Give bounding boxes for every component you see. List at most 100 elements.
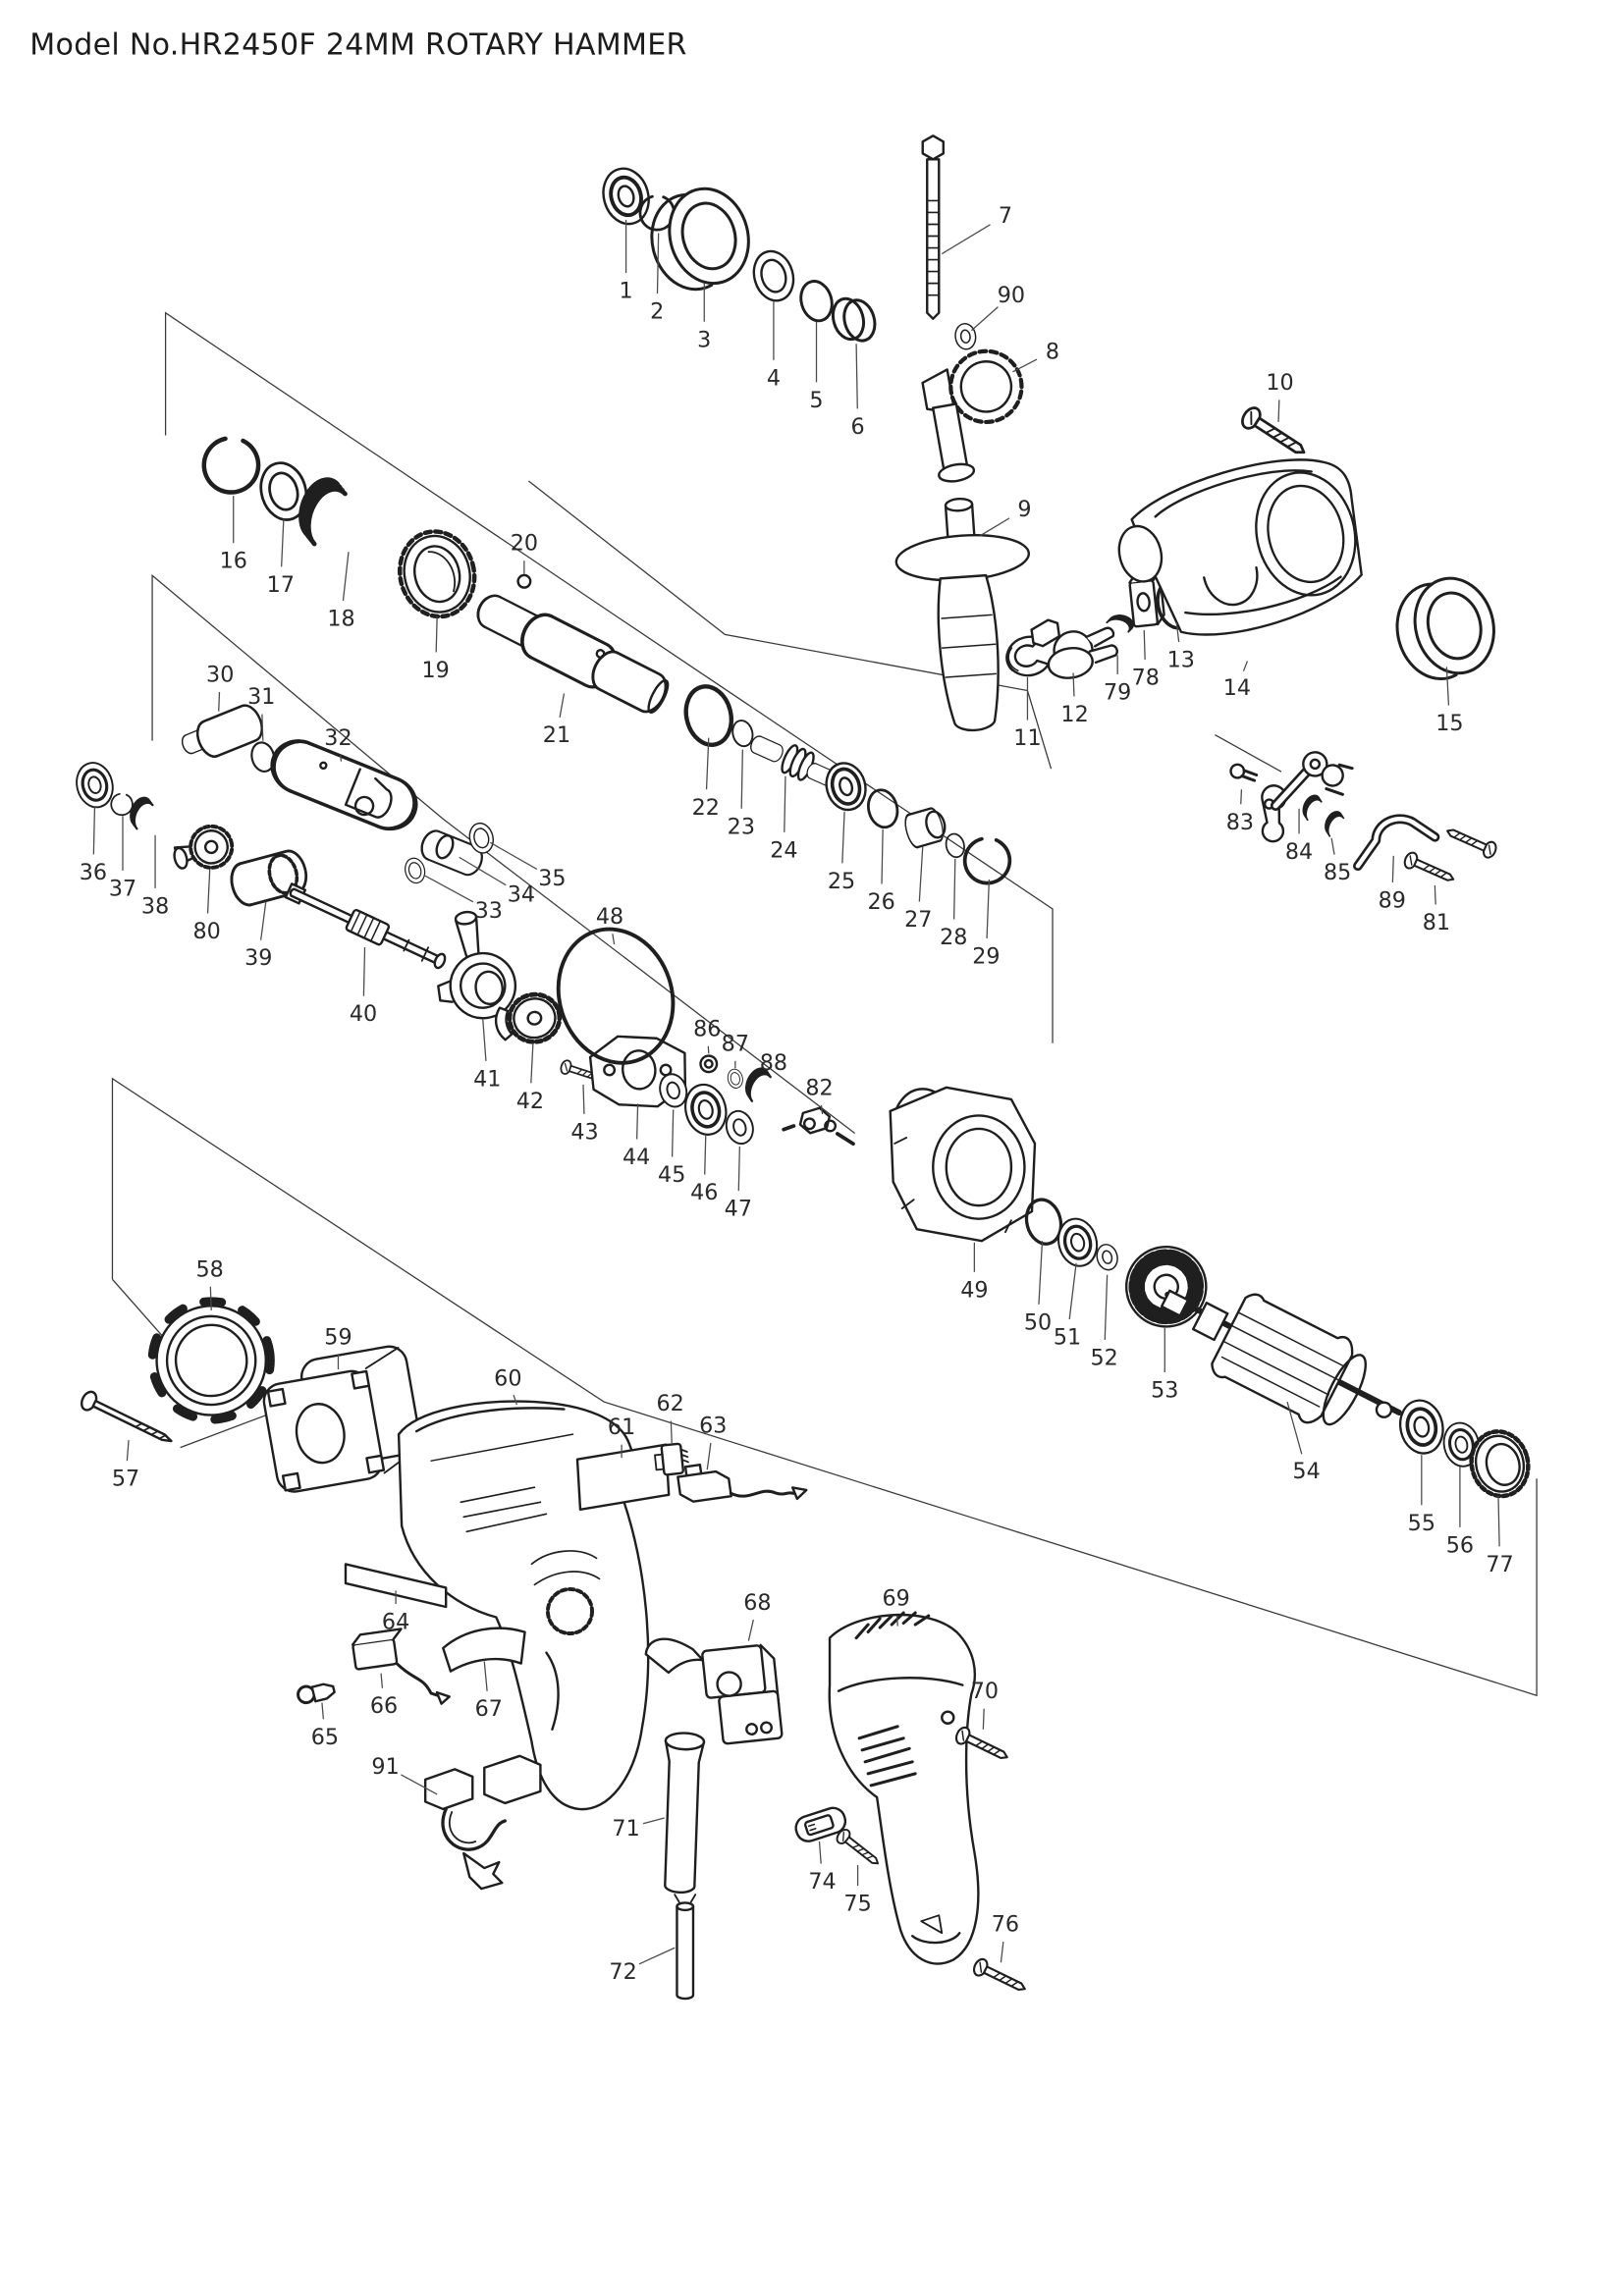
part-drawings	[70, 134, 1531, 2001]
part-label-2: 2	[650, 299, 664, 325]
leader-line-90	[970, 306, 999, 332]
part-label-72: 72	[609, 1959, 636, 1985]
part-20-drawing	[516, 573, 532, 589]
leader-line-89	[1391, 855, 1394, 882]
part-label-42: 42	[516, 1089, 544, 1114]
part-label-60: 60	[494, 1366, 521, 1392]
leader-line-2	[656, 233, 660, 294]
part-label-23: 23	[728, 814, 755, 839]
part-label-18: 18	[327, 606, 354, 631]
part-label-74: 74	[808, 1869, 836, 1895]
leader-line-82	[820, 1104, 824, 1114]
part-label-51: 51	[1054, 1324, 1081, 1350]
part-label-90: 90	[998, 283, 1025, 308]
leader-line-47	[737, 1146, 740, 1192]
leader-line-80	[206, 869, 211, 914]
part-32-drawing	[265, 733, 423, 836]
part-label-32: 32	[324, 725, 352, 751]
part-67-drawing	[442, 1627, 526, 1673]
leader-line-74	[818, 1841, 822, 1864]
part-87-drawing	[726, 1067, 745, 1091]
part-label-57: 57	[112, 1467, 139, 1492]
leader-line-34	[459, 856, 507, 886]
part-59-drawing	[262, 1345, 421, 1493]
leader-line-68	[747, 1619, 754, 1641]
part-52-drawing	[1093, 1241, 1121, 1273]
part-14-drawing	[1117, 458, 1363, 636]
part-label-38: 38	[141, 893, 169, 919]
leader-line-70	[982, 1708, 985, 1730]
part-89-drawing	[1353, 814, 1440, 872]
part-label-71: 71	[612, 1816, 639, 1842]
leader-line-54	[1286, 1401, 1303, 1455]
leader-line-15	[1445, 667, 1450, 706]
part-label-67: 67	[475, 1696, 503, 1722]
part-19-drawing	[397, 529, 477, 619]
part-40-drawing	[284, 882, 447, 970]
leader-line-57	[126, 1440, 130, 1462]
part-16-drawing	[199, 434, 262, 497]
part-label-62: 62	[657, 1391, 684, 1416]
part-label-29: 29	[972, 944, 1000, 970]
part-63-drawing	[677, 1464, 808, 1503]
part-label-75: 75	[843, 1892, 871, 1917]
part-labels-layer: 1234567908910111279781314151617181920212…	[80, 203, 1514, 1985]
part-label-35: 35	[538, 866, 566, 891]
leader-line-46	[704, 1134, 707, 1175]
part-label-39: 39	[244, 945, 272, 971]
leader-line-62	[670, 1420, 673, 1444]
part-label-68: 68	[743, 1590, 771, 1616]
group-divider-lines	[111, 311, 1538, 1697]
part-57-drawing	[80, 1390, 173, 1443]
part-label-79: 79	[1104, 680, 1131, 706]
part-label-24: 24	[770, 837, 797, 863]
part-label-40: 40	[350, 1001, 377, 1027]
part-24-drawing	[747, 733, 839, 789]
leader-line-26	[881, 828, 884, 884]
leader-line-39	[260, 901, 267, 940]
leader-line-25	[841, 811, 845, 864]
part-76-drawing	[970, 1955, 1030, 1999]
part-69-drawing	[828, 1611, 980, 1965]
leader-line-85	[1330, 837, 1335, 855]
leader-line-35	[489, 841, 538, 871]
part-label-43: 43	[570, 1119, 598, 1145]
part-25-drawing	[825, 762, 867, 812]
part-58-drawing	[147, 1297, 275, 1424]
leader-line-77	[1497, 1496, 1500, 1547]
part-66-drawing	[351, 1628, 451, 1705]
part-72-drawing	[674, 1894, 697, 2001]
part-label-76: 76	[992, 1912, 1019, 1938]
part-label-59: 59	[324, 1324, 352, 1350]
part-61-drawing	[575, 1443, 671, 1511]
part-84-drawing	[1261, 751, 1354, 843]
leader-line-66	[380, 1673, 384, 1688]
part-82-drawing	[782, 1106, 855, 1147]
part-33-drawing	[402, 855, 428, 886]
leader-line-52	[1104, 1274, 1109, 1340]
leader-line-22	[705, 737, 710, 790]
leader-line-43	[582, 1084, 585, 1114]
part-label-10: 10	[1266, 370, 1293, 396]
part-label-56: 56	[1446, 1532, 1474, 1558]
part-label-53: 53	[1151, 1378, 1178, 1404]
part-29-drawing	[958, 831, 1016, 889]
part-label-22: 22	[692, 795, 720, 821]
part-12-drawing	[1030, 618, 1118, 679]
part-label-30: 30	[206, 662, 234, 687]
leader-line-78	[1143, 629, 1146, 660]
part-9-drawing	[894, 497, 1031, 732]
part-83-drawing	[1229, 763, 1259, 782]
part-label-83: 83	[1226, 810, 1254, 835]
part-label-91: 91	[371, 1754, 399, 1780]
leader-line-31	[261, 714, 264, 741]
part-21-drawing	[471, 589, 674, 719]
leader-line-14	[1242, 661, 1249, 671]
part-71-drawing	[664, 1732, 706, 1895]
part-81b-drawing	[1442, 822, 1499, 861]
part-label-4: 4	[767, 365, 781, 391]
part-label-9: 9	[1017, 497, 1031, 522]
part-6-drawing	[831, 296, 877, 343]
part-85b-drawing	[1320, 808, 1346, 839]
